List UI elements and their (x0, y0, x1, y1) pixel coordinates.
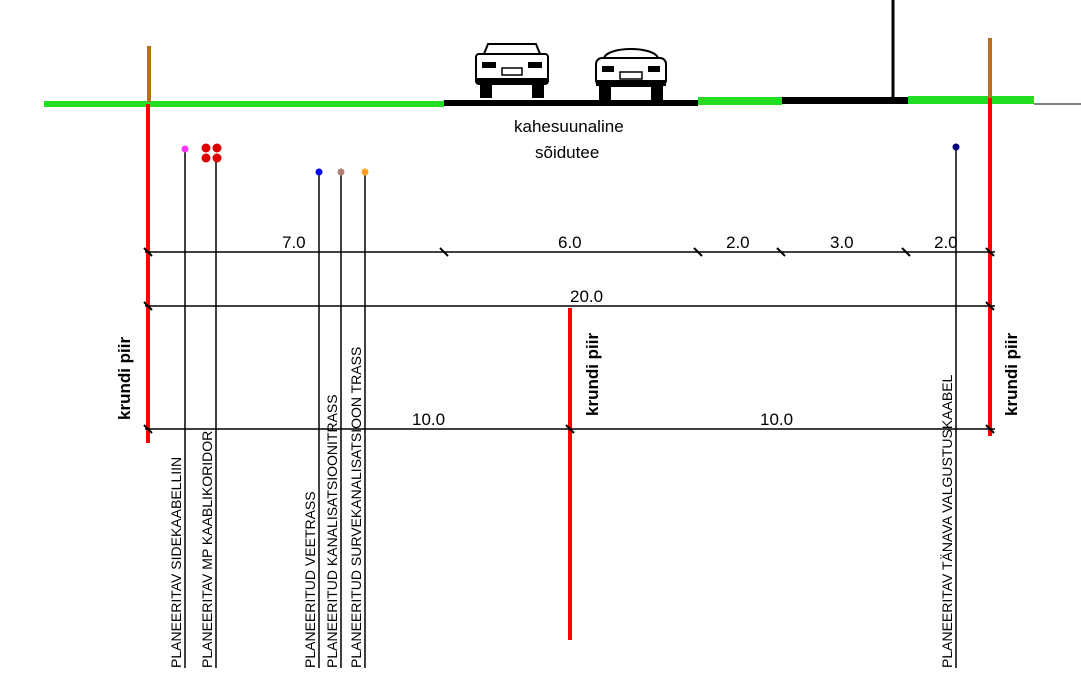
grass-strip-middle (698, 97, 782, 105)
utility-marker (212, 153, 222, 163)
utility-label: PLANEERITUD VEETRASS (302, 491, 318, 668)
utility-veetrass: PLANEERITUD VEETRASS (302, 168, 323, 668)
dimension-value: 10.0 (412, 410, 445, 429)
utility-label: PLANEERITAV MP KAABLIKORIDOR (199, 431, 215, 668)
dimension-value: 2.0 (726, 233, 750, 252)
utility-sidekaabelliin: PLANEERITAV SIDEKAABELLIIN (168, 145, 189, 668)
utility-survekanalisatsioon: PLANEERITUD SURVEKANALISATSIOON TRASS (348, 168, 369, 668)
dimension-value: 6.0 (558, 233, 582, 252)
utility-marker (337, 168, 345, 176)
utility-kanalisatsioonitrass: PLANEERITUD KANALISATSIOONITRASS (324, 168, 345, 668)
car-icon (595, 48, 667, 100)
dimension-value: 20.0 (570, 287, 603, 306)
utility-marker (181, 145, 189, 153)
utility-marker (952, 143, 960, 151)
grass-strip-right (908, 96, 1034, 104)
utility-label: PLANEERITAV SIDEKAABELLIIN (168, 457, 184, 668)
utility-valgustuskaabel: PLANEERITAV TÄNAVA VALGUSTUSKAABEL (939, 143, 960, 668)
utility-marker (212, 143, 222, 153)
utility-mp-kaablikoridor: PLANEERITAV MP KAABLIKORIDOR (199, 143, 222, 668)
car-icon (475, 43, 549, 98)
dimension-value: 3.0 (830, 233, 854, 252)
ground-surface (44, 96, 1081, 107)
grass-strip-left (44, 101, 444, 107)
dimension-value: 10.0 (760, 410, 793, 429)
dimension-value: 7.0 (282, 233, 306, 252)
utility-marker (361, 168, 369, 176)
asphalt-road (444, 100, 698, 106)
dimension-line-row3 (143, 424, 995, 434)
boundary-label-right: krundi piir (1002, 333, 1021, 417)
dimension-value: 2.0 (934, 233, 958, 252)
boundary-label-left: krundi piir (115, 337, 134, 421)
utility-label: PLANEERITUD KANALISATSIOONITRASS (324, 394, 340, 668)
utility-label: PLANEERITAV TÄNAVA VALGUSTUSKAABEL (939, 374, 955, 668)
utility-label: PLANEERITUD SURVEKANALISATSIOON TRASS (348, 347, 364, 668)
dimension-line-row2 (143, 301, 995, 311)
road-label-line1: kahesuunaline (514, 117, 624, 136)
boundary-label-center: krundi piir (583, 333, 602, 417)
asphalt-sidewalk (782, 97, 908, 104)
utility-marker (315, 168, 323, 176)
utility-marker (201, 153, 211, 163)
dimension-line-row1 (143, 247, 995, 257)
road-label-line2: sõidutee (535, 143, 599, 162)
utility-marker (201, 143, 211, 153)
